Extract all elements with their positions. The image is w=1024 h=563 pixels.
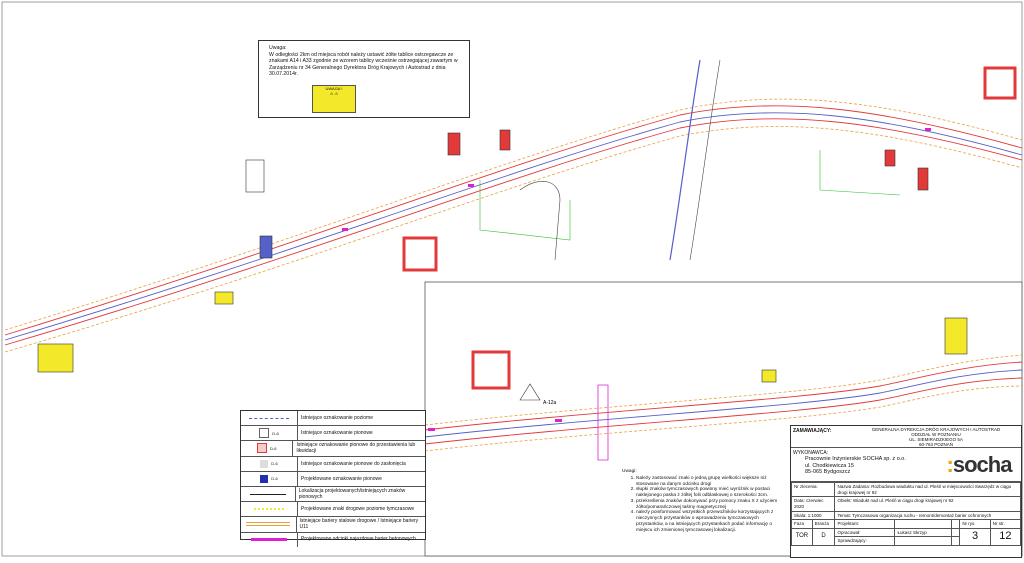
legend-row: Lokalizacja projektowanych/istniejących … [241,486,425,503]
signs-inset [471,317,968,401]
inset-road [424,354,1023,461]
warning-sign-label: UWAGA ! [325,86,343,91]
main-road [4,59,1023,353]
contractor-section: WYKONAWCA: Pracownie Inżynierskie SOCHA … [791,448,1021,482]
drawing-number: 3 [959,527,991,547]
note-title: Uwaga: [269,45,287,51]
legend-row: Projektowane znaki drogowe poziome tymcz… [241,502,425,518]
advance-warning-sign: UWAGA !⚠ ⚠ [312,85,356,113]
legend-row: Projektowane odcinki najazdowe barier be… [241,532,425,547]
notes-list: Uwagi: Należy zastosować znaki o jedną g… [622,469,782,533]
barrier-segments [342,128,931,231]
warning-note: Uwaga: W odległości 2km od miejsca robót… [258,40,470,118]
socha-logo: :socha [946,451,1013,477]
page-number: 12 [989,527,1021,547]
legend-row: Istniejące bariery stalowe drogowe / Ist… [241,517,425,533]
note-text: W odległości 2km od miejsca robót należy… [269,51,458,78]
signs-main [37,66,1017,373]
title-block: ZAMAWIAJĄCY: GENERALNA DYREKCJA DRÓG KRA… [790,425,1022,558]
sign-code-label: A-12a [543,400,557,406]
legend-row: Istniejące oznakowanie poziome [241,411,425,427]
